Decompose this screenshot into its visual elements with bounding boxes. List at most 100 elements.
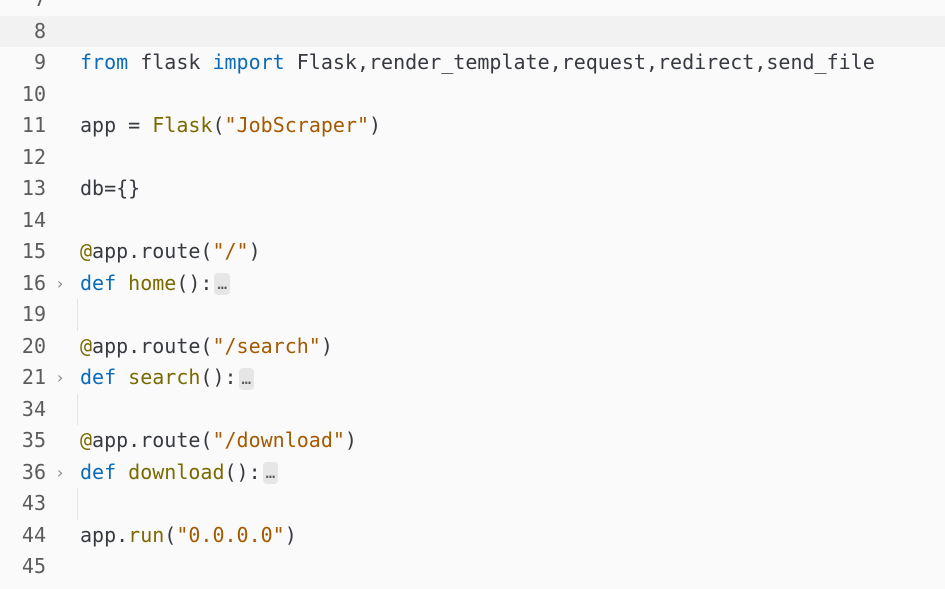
line-number: 43 xyxy=(21,491,46,515)
code-token: search xyxy=(128,365,201,389)
code-token: app xyxy=(80,113,129,137)
code-token: "0.0.0.0" xyxy=(176,522,285,547)
line-number: 13 xyxy=(21,176,46,200)
code-token: app.route( xyxy=(92,333,213,358)
code-token: @ xyxy=(80,239,93,263)
line-code[interactable]: from flask import Flask,render_template,… xyxy=(80,47,875,79)
line-number: 45 xyxy=(21,554,46,578)
line-code[interactable]: db={} xyxy=(80,173,140,205)
code-line[interactable]: 9 from flask import Flask,render_template… xyxy=(0,47,945,79)
line-code[interactable]: def search():… xyxy=(80,362,255,394)
code-line[interactable]: 21 › def search():… xyxy=(0,362,945,394)
code-token: app.route( xyxy=(92,239,213,263)
code-token: flask xyxy=(128,50,213,74)
chevron-right-icon[interactable]: › xyxy=(55,368,65,387)
code-token: def xyxy=(80,270,117,295)
line-number: 21 xyxy=(21,365,46,389)
code-token: ( xyxy=(212,113,225,137)
code-line[interactable]: 13 db={} xyxy=(0,173,945,205)
code-token xyxy=(116,460,128,484)
code-token xyxy=(140,113,152,137)
code-line[interactable]: 12 xyxy=(0,142,945,174)
code-token: ) xyxy=(344,428,357,452)
code-token: Flask xyxy=(152,113,213,137)
code-token: (): xyxy=(200,365,237,389)
indent-guide xyxy=(77,488,78,520)
chevron-right-icon[interactable]: › xyxy=(55,273,65,293)
line-number: 16 xyxy=(21,270,46,295)
line-number: 15 xyxy=(21,239,46,263)
code-token: @ xyxy=(80,333,93,358)
code-token: "/download" xyxy=(212,428,345,452)
code-token: download xyxy=(128,459,225,484)
code-token: "/" xyxy=(212,239,249,263)
code-token xyxy=(116,271,128,295)
code-line[interactable]: 19 xyxy=(0,299,945,331)
line-number: 44 xyxy=(21,522,46,547)
line-number: 12 xyxy=(21,144,46,169)
code-token: db xyxy=(80,176,105,200)
code-line[interactable]: 10 xyxy=(0,79,945,111)
code-line[interactable]: 43 xyxy=(0,488,945,520)
code-token: ( xyxy=(164,522,177,547)
code-token: "/search" xyxy=(212,333,321,358)
code-token: run xyxy=(128,522,165,547)
line-number: 7 xyxy=(0,0,46,16)
line-code[interactable]: @app.route("/") xyxy=(80,236,261,268)
line-number: 35 xyxy=(21,428,46,452)
code-token: = xyxy=(104,176,117,200)
folded-region-ellipsis[interactable]: … xyxy=(238,367,255,390)
code-token: ) xyxy=(320,333,333,358)
indent-guide xyxy=(77,299,78,331)
code-token: ) xyxy=(248,239,261,263)
folded-region-ellipsis[interactable]: … xyxy=(262,462,279,484)
line-code[interactable]: def home():… xyxy=(80,268,231,300)
code-token: app.route( xyxy=(92,428,213,452)
code-line[interactable]: 35 @app.route("/download") xyxy=(0,425,945,457)
code-token: Flask,render_template,request,redirect,s… xyxy=(284,50,875,74)
code-token: from xyxy=(80,50,129,74)
code-token: def xyxy=(80,459,117,484)
code-token: @ xyxy=(80,428,93,452)
line-code[interactable]: app.run("0.0.0.0") xyxy=(80,520,297,552)
code-token: ) xyxy=(369,113,382,137)
line-code[interactable]: @app.route("/search") xyxy=(80,331,333,363)
line-number: 34 xyxy=(21,396,46,421)
code-line[interactable]: 44 app.run("0.0.0.0") xyxy=(0,520,945,552)
code-line[interactable]: 15 @app.route("/") xyxy=(0,236,945,268)
code-line[interactable]: 7 xyxy=(0,0,945,16)
chevron-right-icon[interactable]: › xyxy=(55,462,65,482)
code-token: = xyxy=(128,113,141,137)
code-token: (): xyxy=(224,459,261,484)
code-line[interactable]: 20 @app.route("/search") xyxy=(0,331,945,363)
folded-region-ellipsis[interactable]: … xyxy=(214,273,231,295)
line-number: 14 xyxy=(21,207,46,232)
code-token: "JobScraper" xyxy=(224,113,370,137)
code-token: {} xyxy=(116,176,141,200)
code-line[interactable]: 34 xyxy=(0,393,945,425)
line-number: 36 xyxy=(21,459,46,484)
line-code[interactable]: @app.route("/download") xyxy=(80,425,357,457)
line-number: 19 xyxy=(21,302,46,326)
code-token: (): xyxy=(176,270,213,295)
code-line[interactable]: 8 xyxy=(0,15,945,47)
code-token: def xyxy=(80,365,117,389)
code-line[interactable]: 11 app = Flask("JobScraper") xyxy=(0,110,945,142)
code-line[interactable]: 16 › def home():… xyxy=(0,268,945,300)
code-token xyxy=(116,365,128,389)
line-number: 10 xyxy=(21,81,46,106)
code-line[interactable]: 36 › def download():… xyxy=(0,457,945,489)
code-line[interactable]: 14 xyxy=(0,205,945,237)
code-line[interactable]: 45 xyxy=(0,551,945,583)
line-number: 9 xyxy=(33,50,46,74)
code-token: import xyxy=(212,50,285,74)
line-number: 11 xyxy=(21,113,46,137)
line-code[interactable]: app = Flask("JobScraper") xyxy=(80,110,381,142)
code-token: home xyxy=(128,270,177,295)
indent-guide xyxy=(77,393,78,425)
code-token: app. xyxy=(80,522,129,547)
line-code[interactable]: def download():… xyxy=(80,457,279,489)
line-number: 20 xyxy=(21,333,46,358)
